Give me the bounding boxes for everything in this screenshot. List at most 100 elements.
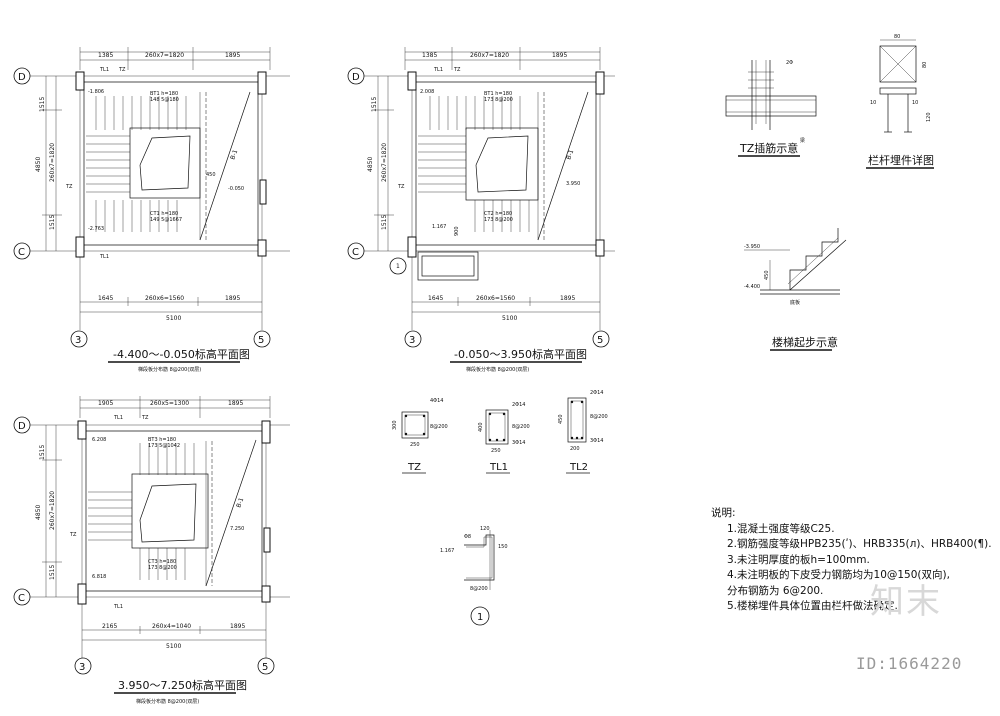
plan-p3-bottom-dim-2: 260x4=1040 bbox=[152, 623, 191, 630]
plan-p1-elev-b: -2.763 bbox=[88, 226, 104, 232]
plan-p1-left-total: 4850 bbox=[35, 157, 42, 172]
plan-p2-axis-top: D bbox=[352, 72, 360, 83]
plan-p2-left-total: 4850 bbox=[367, 157, 374, 172]
rail-plate: 10 bbox=[870, 100, 876, 106]
plan-p1-axis-left: 3 bbox=[75, 335, 81, 346]
tz-rebar-title: TZ插筋示意 bbox=[739, 141, 798, 155]
section-tz: 300 250 4Φ14 8@200 TZ bbox=[392, 398, 448, 474]
plan-p2-tz-1: TZ bbox=[453, 67, 461, 73]
plan-p2-bottom-total: 5100 bbox=[502, 315, 517, 322]
plan-p2-left-dim-1: 1515 bbox=[371, 97, 378, 112]
section-tl2-w: 200 bbox=[570, 446, 580, 452]
plan-p3-bottom-dim-1: 2165 bbox=[102, 623, 117, 630]
plan-p1-dim-450: 450 bbox=[206, 172, 216, 178]
plan-p1-top-dim-1: 1385 bbox=[98, 52, 113, 59]
watermark-id: ID:1664220 bbox=[856, 654, 963, 673]
plan-p3-bt-note: BT3 h=180 bbox=[148, 437, 176, 443]
plan-p3-bottom-dim-3: 1895 bbox=[230, 623, 245, 630]
rail-dim-side: 80 bbox=[922, 62, 928, 68]
section-tz-top: 4Φ14 bbox=[430, 398, 443, 404]
plan-p3-ct-note: CT3 h=180 bbox=[148, 559, 176, 565]
section-tl2-h: 450 bbox=[558, 414, 564, 424]
plan-p2: 1385 260x7=1820 1895 D C 1515 260x7=1820… bbox=[347, 47, 615, 373]
plan-p3-tl-1: TL1 bbox=[113, 415, 123, 421]
axis-bubble-d bbox=[13, 67, 31, 85]
section-tl2-bot: 3Φ14 bbox=[590, 438, 603, 444]
section-tl1-bot: 3Φ14 bbox=[512, 440, 525, 446]
plan-p1-tz-2: TZ bbox=[65, 184, 73, 190]
plan-p1-slab-label: B-1 bbox=[229, 149, 239, 161]
rail-dim-top: 80 bbox=[894, 34, 900, 40]
plan-p2-bottom-dim-1: 1645 bbox=[428, 295, 443, 302]
plan-p2-axis-bottom: C bbox=[352, 247, 359, 258]
plan-p3-top-dim-3: 1895 bbox=[228, 400, 243, 407]
plan-p2-ct-note: CT2 h=180 bbox=[484, 211, 512, 217]
plan-p2-dim: 900 bbox=[454, 226, 460, 236]
plan-p2-axis-left: 3 bbox=[409, 335, 415, 346]
stair-treads bbox=[86, 96, 187, 232]
plan-p3-top-dim-2: 260x5=1300 bbox=[150, 400, 189, 407]
plan-p1-axis-bottom: C bbox=[18, 247, 25, 258]
plan-p1-axis-top: D bbox=[18, 72, 26, 83]
plan-p3-top-dim-1: 1905 bbox=[98, 400, 113, 407]
plan-p3-axis-top: D bbox=[18, 421, 26, 432]
plan-p2-bottom-dim-2: 260x6=1560 bbox=[476, 295, 515, 302]
rail-detail-title: 栏杆埋件详图 bbox=[868, 153, 934, 167]
detail-1: 120 150 1.167 8@200 Φ8 1 bbox=[440, 526, 508, 626]
stair-well bbox=[129, 127, 201, 199]
plan-p3-tl-2: TL1 bbox=[113, 604, 123, 610]
plan-p1-bottom-dim-2: 260x6=1560 bbox=[145, 295, 184, 302]
plan-p3-subtitle: 梯段板分布筋 8@200(双层) bbox=[136, 698, 199, 705]
plan-p1-bottom-dim-1: 1645 bbox=[98, 295, 113, 302]
plan-p3-bottom-total: 5100 bbox=[166, 643, 181, 650]
plan-p3-axis-right: 5 bbox=[262, 662, 268, 673]
notes-item-4: 4.未注明板的下皮受力钢筋均为10@150(双向), bbox=[727, 569, 950, 581]
watermark-brand: 知末 bbox=[870, 582, 942, 622]
section-tz-w: 250 bbox=[410, 442, 420, 448]
section-tz-label: TZ bbox=[407, 462, 421, 473]
notes-item-2: 2.钢筋强度等级HPB235(ʹ)、HRB335(ᴫ)、HRB400(¶). bbox=[727, 538, 992, 550]
stair-start-detail: -3.950 -4.400 450 底板 楼梯起步示意 bbox=[744, 228, 847, 351]
section-tl2: 450 200 2Φ14 8@200 3Φ14 TL2 bbox=[558, 390, 608, 474]
notes-item-3: 3.未注明厚度的板h=100mm. bbox=[727, 553, 870, 566]
section-tz-h: 300 bbox=[392, 420, 398, 430]
plan-p3-tz-2: TZ bbox=[69, 532, 77, 538]
detail-1-dim2: 150 bbox=[498, 544, 508, 550]
tz-rebar-beam: 梁 bbox=[800, 137, 805, 144]
rail-embed-detail: 80 80 120 10 10 栏杆埋件详图 bbox=[866, 34, 934, 169]
start-label: 底板 bbox=[790, 299, 800, 306]
plan-p2-top-dim-3: 1895 bbox=[552, 52, 567, 59]
plan-p2-bottom-dim-3: 1895 bbox=[560, 295, 575, 302]
plan-p3-title: 3.950～7.250标高平面图 bbox=[118, 678, 247, 692]
plan-p2-top-dim-2: 260x7=1820 bbox=[470, 52, 509, 59]
plan-p3-axis-bottom: C bbox=[18, 593, 25, 604]
plan-p2-bt-note: BT1 h=180 bbox=[484, 91, 512, 97]
plan-p2-elev-a: 2.008 bbox=[420, 89, 434, 95]
detail-1-bubble bbox=[470, 606, 490, 626]
section-tl2-label: TL2 bbox=[569, 462, 588, 473]
plan-p2-slab-label: B-1 bbox=[565, 149, 575, 161]
plan-p2-axis-right: 5 bbox=[597, 335, 603, 346]
stair-treads bbox=[418, 96, 530, 232]
plan-p2-ct-note-2: 173 8@200 bbox=[484, 217, 513, 223]
plan-p2-detail-ref: 1 bbox=[396, 263, 400, 270]
section-tl2-mid: 8@200 bbox=[590, 414, 608, 420]
notes-item-6: 5.楼梯埋件具体位置由栏杆做法确定. bbox=[727, 600, 898, 612]
notes-heading: 说明: bbox=[711, 507, 736, 519]
start-dim: 450 bbox=[764, 270, 770, 280]
detail-1-label: 1 bbox=[477, 612, 483, 623]
plan-p3-axis-left: 3 bbox=[79, 662, 85, 673]
plan-p3: 1905 260x5=1300 1895 D C 1515 260x7=1820… bbox=[13, 396, 290, 705]
plan-p3-left-total: 4850 bbox=[35, 505, 42, 520]
plan-p1-top-dim-3: 1895 bbox=[225, 52, 240, 59]
plan-p3-left-dim-2: 260x7=1820 bbox=[49, 491, 56, 530]
plan-p1-tz-1: TZ bbox=[118, 67, 126, 73]
plan-p1-bt-note: BT1 h=180 bbox=[150, 91, 178, 97]
plan-p2-tl-1: TL1 bbox=[433, 67, 443, 73]
start-elev1: -3.950 bbox=[744, 244, 760, 250]
plan-p3-tz-1: TZ bbox=[141, 415, 149, 421]
start-detail-title: 楼梯起步示意 bbox=[772, 335, 838, 349]
plan-p3-elev-c: 7.250 bbox=[230, 526, 244, 532]
plan-p1-bottom-dim-3: 1895 bbox=[225, 295, 240, 302]
